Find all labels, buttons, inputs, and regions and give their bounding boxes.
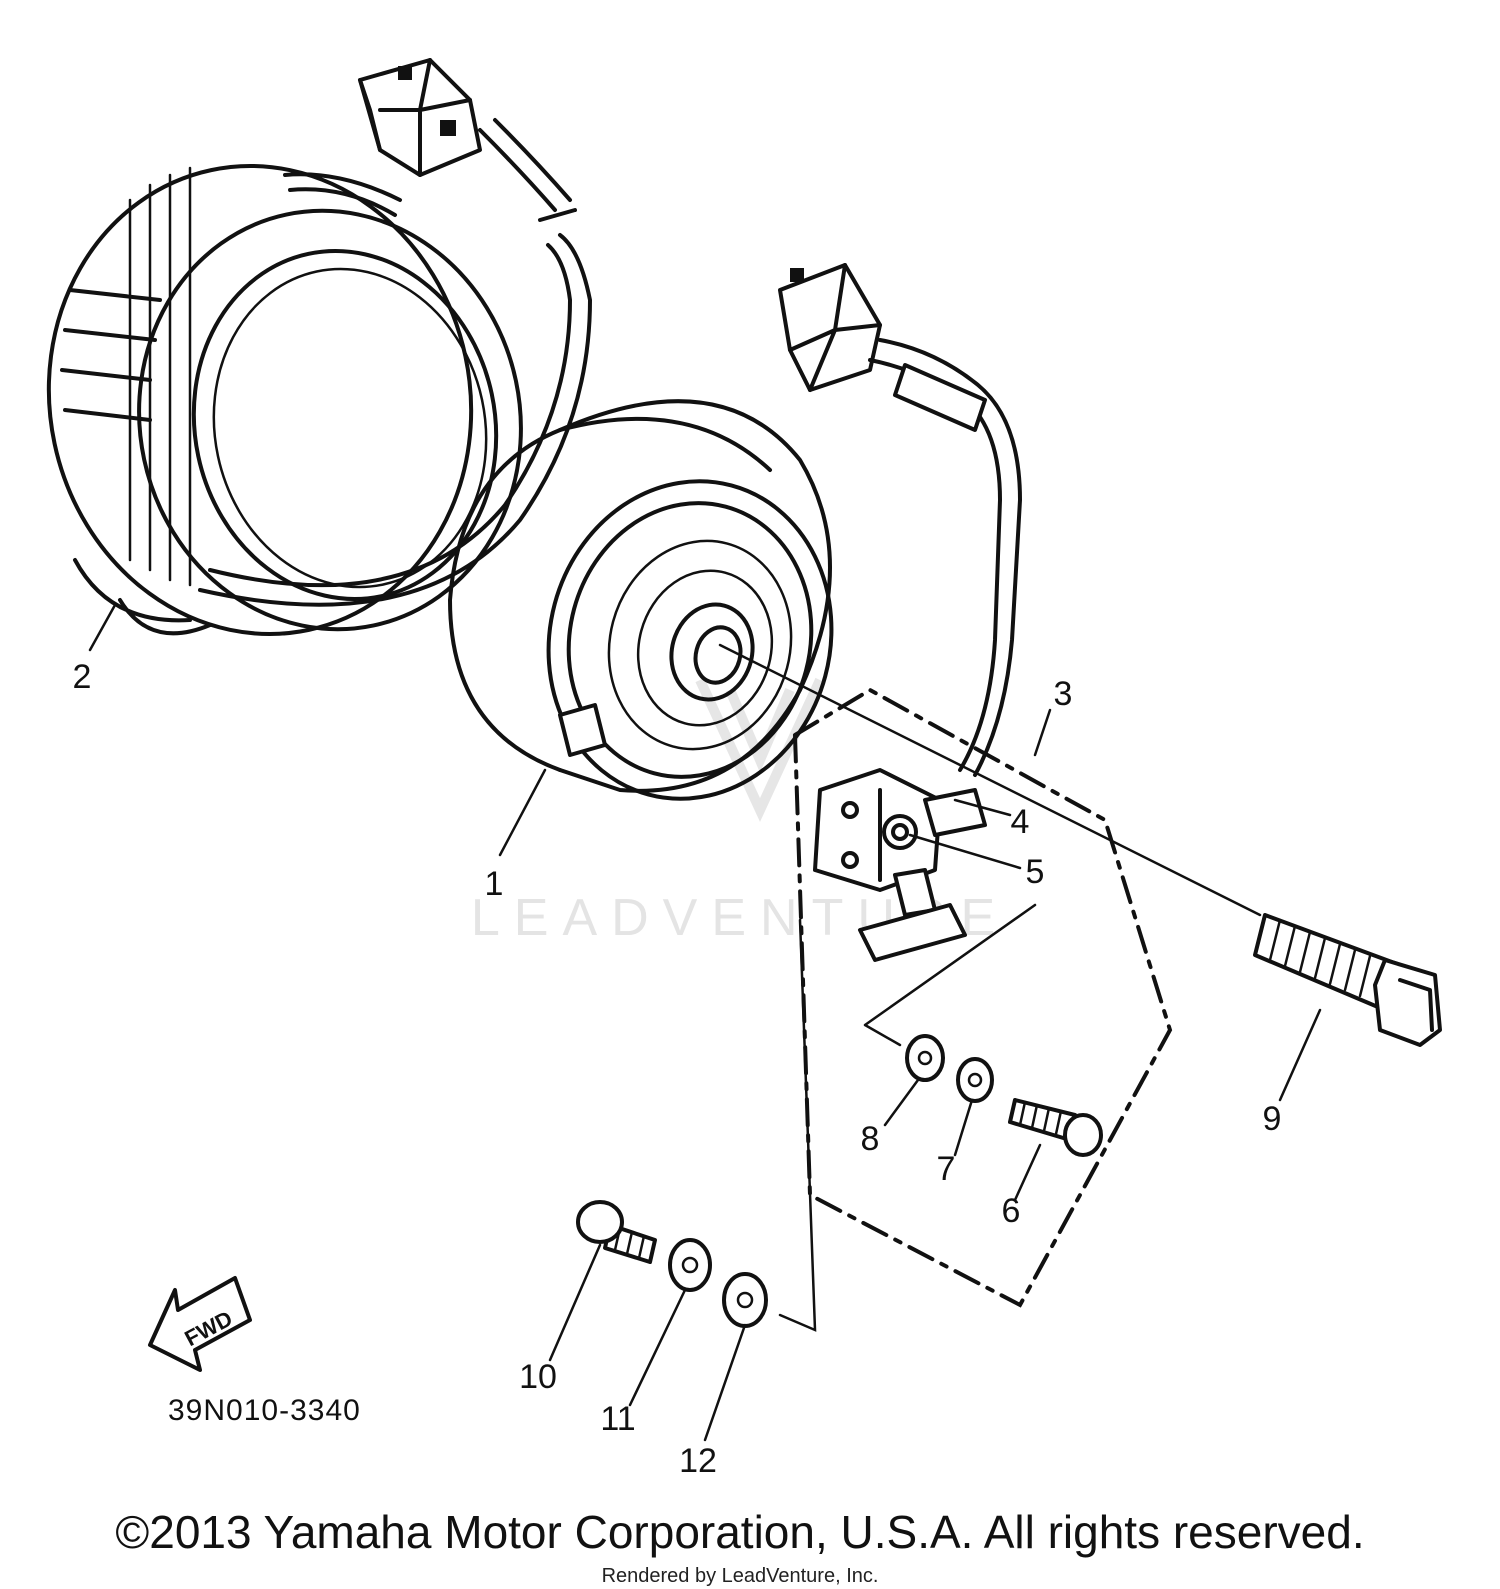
part-rotor: [448, 399, 834, 801]
rendered-by-text: Rendered by LeadVenture, Inc.: [602, 1565, 879, 1587]
part-bolt-9: [718, 643, 1442, 1047]
part-washer-8: [905, 1034, 945, 1082]
part-washer-7: [956, 1057, 994, 1103]
pickup-bracket: [813, 768, 987, 962]
callout-2: 2: [73, 658, 92, 696]
copyright-text: ©2013 Yamaha Motor Corporation, U.S.A. A…: [115, 1506, 1364, 1558]
callout-numbers: 2 1 3 4 5 6 7 8 9 10 11 12: [73, 658, 1282, 1480]
callout-6: 6: [1002, 1192, 1021, 1230]
pickup-connector: [778, 263, 882, 392]
stator-connector: [358, 58, 482, 177]
part-screw-6: [1008, 1098, 1103, 1157]
callout-10: 10: [519, 1358, 557, 1396]
part-pickup-coil: [778, 263, 1022, 962]
part-washer-11: [668, 1238, 712, 1292]
part-screw-10: [576, 1200, 657, 1264]
coil-winding-fins: [60, 166, 402, 587]
stator-wire-harness: [198, 118, 592, 607]
callout-1: 1: [485, 865, 504, 903]
callout-4: 4: [1011, 803, 1030, 841]
callout-8: 8: [861, 1120, 880, 1158]
callout-5: 5: [1026, 853, 1045, 891]
forward-arrow-icon: FWD: [148, 1276, 252, 1372]
part-stator-coil: [46, 58, 592, 636]
assembly-group-bracket: [778, 903, 1037, 1332]
diagram-code: 39N010-3340: [168, 1394, 361, 1427]
pickup-wire: [868, 338, 1022, 777]
callout-9: 9: [1263, 1100, 1282, 1138]
callout-leaders: [88, 603, 1322, 1442]
callout-3: 3: [1054, 675, 1073, 713]
callout-7: 7: [937, 1150, 956, 1188]
callout-11: 11: [600, 1400, 635, 1438]
part-washer-12: [722, 1272, 768, 1328]
callout-12: 12: [679, 1442, 717, 1480]
